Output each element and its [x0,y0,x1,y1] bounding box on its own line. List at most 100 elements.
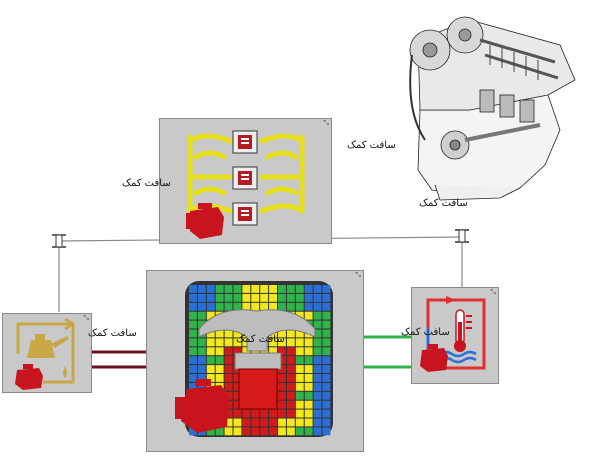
resize-icon[interactable]: ⤡ [83,314,89,322]
heatmap-cell [206,302,215,311]
resize-icon[interactable]: ⤡ [355,271,361,279]
heatmap-cell [269,347,277,356]
heatmap-cell [313,427,322,436]
heatmap-cell [206,338,215,347]
heatmap-cell [224,409,233,418]
heatmap-cell [295,400,304,409]
heatmap-cell [260,285,269,293]
heatmap-cell [224,285,233,293]
heatmap-cell [322,400,331,409]
heatmap-cell [189,338,197,347]
combustion-chamber [238,368,278,410]
heatmap-cell [269,338,277,347]
coolant-schematic [420,296,486,372]
heatmap-cell [260,427,269,436]
heatmap-cell [197,347,206,356]
heatmap-cell [286,347,295,356]
heatmap-cell [313,374,322,382]
heatmap-cell [233,329,242,338]
heatmap-cell [278,347,286,356]
heatmap-cell [189,347,197,356]
heatmap-cell [313,311,322,320]
engine-icon [175,397,185,419]
heatmap-cell [242,338,251,347]
engine-icon [420,344,448,372]
heatmap-cell [197,320,206,329]
heatmap-cell [233,418,242,427]
heatmap-cell [304,293,313,302]
heatmap-cell [286,382,295,391]
heatmap-cell [215,374,224,382]
resize-icon[interactable]: ⤡ [490,288,496,296]
heatmap-cell [189,302,197,311]
heatmap-cell [322,374,331,382]
heatmap-cell [189,285,197,293]
heatmap-cell [206,311,215,320]
heatmap-cell [224,365,233,373]
heatmap-cell [286,293,295,302]
heatmap-cell [295,293,304,302]
heatmap-cell [215,293,224,302]
heatmap-cell [295,311,304,320]
heatmap-cell [278,285,286,293]
heatmap-cell [304,382,313,391]
heatmap-cell [215,347,224,356]
heatmap-cell [286,400,295,409]
oil-supply-panel[interactable]: ⤡ [2,313,92,393]
heatmap-cell [313,382,322,391]
heatmap-cell [304,409,313,418]
heatmap-cell [313,347,322,356]
heatmap-cell [313,285,322,293]
heatmap-cell [313,329,322,338]
resize-icon[interactable]: ⤡ [323,119,329,127]
heatmap-cell [242,302,251,311]
heatmap-cell [322,338,331,347]
heatmap-cell [278,400,286,409]
manifold-overlay [198,309,316,352]
heatmap-cell [189,320,197,329]
heatmap-cell [278,338,286,347]
heatmap-cell [322,382,331,391]
heatmap-cell [322,293,331,302]
heatmap-cell [322,356,331,365]
heatmap-cell [224,400,233,409]
heatmap-cell [206,347,215,356]
engine-temperature-panel[interactable]: ⤡ [146,270,364,452]
heatmap-cell [269,293,277,302]
watermark-label: سافت کمک [419,198,468,209]
heatmap-cell [189,427,197,436]
lubrication-layout-panel[interactable]: ⤡ [159,118,332,244]
heatmap-cell [295,391,304,400]
heatmap-cell [189,382,197,391]
heatmap-cell [269,427,277,436]
heatmap-cell [322,329,331,338]
heatmap-cell [278,418,286,427]
heatmap-cell [304,365,313,373]
heatmap-cell [242,347,251,356]
heatmap-cell [295,347,304,356]
heatmap-cell [313,400,322,409]
heatmap-cell [278,382,286,391]
heatmap-cell [322,347,331,356]
heatmap-cell [224,329,233,338]
heatmap-cell [233,302,242,311]
heatmap-cell [295,338,304,347]
heatmap-cell [286,409,295,418]
oil-cycle-schematic [15,317,75,390]
heatmap-cell [269,302,277,311]
engine-icon [15,364,43,390]
coolant-panel[interactable]: ⤡ [411,287,499,384]
heatmap-cell [322,311,331,320]
heatmap-cell [260,293,269,302]
heatmap-cell [304,400,313,409]
heatmap-cell [260,409,269,418]
heatmap-cell [233,427,242,436]
heatmap-cell [215,285,224,293]
heatmap-cell [322,409,331,418]
engine-icon [195,379,211,386]
heatmap-cell [278,374,286,382]
heatmap-cell [215,329,224,338]
heatmap-cell [189,374,197,382]
heatmap-cell [278,302,286,311]
